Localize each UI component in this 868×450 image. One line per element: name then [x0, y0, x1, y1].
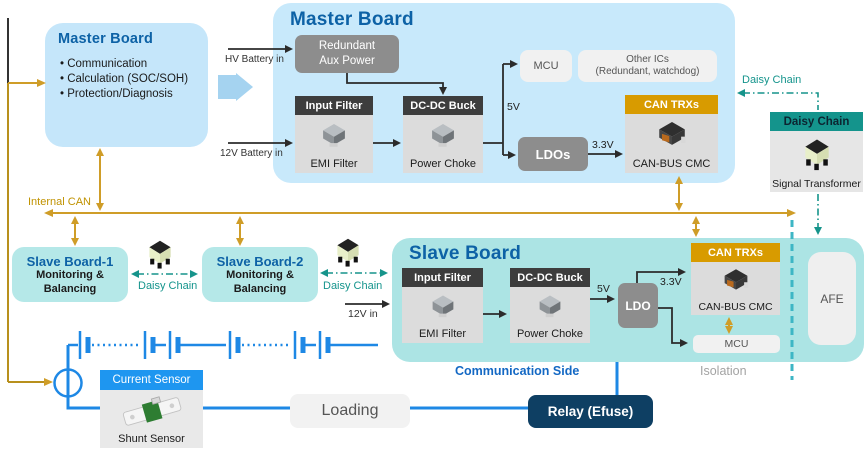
- bullet-protection: Protection/Diagnosis: [60, 88, 188, 100]
- loading-label: Loading: [321, 402, 379, 419]
- slave-board-1-sub2: Balancing: [43, 282, 97, 295]
- shunt-sensor-icon: [122, 396, 181, 426]
- slave-emi-label: EMI Filter: [418, 328, 467, 340]
- slave-choke-label: Power Choke: [516, 328, 584, 340]
- master-input-filter-box: Input Filter EMI Filter: [295, 96, 373, 173]
- relay-efuse-label: Relay (Efuse): [547, 404, 634, 419]
- loading-box: Loading: [290, 394, 410, 428]
- daisy-chain-top-label: Daisy Chain: [742, 74, 802, 86]
- master-mcu-label: MCU: [533, 60, 559, 72]
- transformer-icon: [337, 238, 359, 267]
- bullet-communication: Communication: [60, 58, 188, 70]
- isolation-label: Isolation: [700, 364, 747, 378]
- master-input-filter-header: Input Filter: [295, 96, 373, 115]
- choke-icon: [432, 124, 454, 147]
- ldo-box: LDO: [618, 283, 658, 328]
- slave-board-2-title: Slave Board-2: [216, 254, 304, 269]
- shunt-sensor-label: Shunt Sensor: [118, 433, 185, 445]
- current-sensor-box: Current Sensor Shunt Sensor: [100, 370, 203, 448]
- signal-transformer-label: Signal Transformer: [772, 177, 861, 190]
- redundant-line1: Redundant: [318, 40, 376, 53]
- hv-battery-in-label: HV Battery in: [225, 54, 284, 65]
- transformer-icon: [149, 240, 171, 269]
- current-sensor-header: Current Sensor: [100, 370, 203, 390]
- ldos-box: LDOs: [518, 137, 588, 171]
- other-ics-line2: (Redundant, watchdog): [595, 66, 700, 77]
- slave-board-1-title: Slave Board-1: [26, 254, 114, 269]
- bullet-calculation: Calculation (SOC/SOH): [60, 73, 188, 85]
- slave-board-2-sub2: Balancing: [233, 282, 287, 295]
- choke-icon: [323, 124, 345, 147]
- slave-dcdc-header: DC-DC Buck: [510, 268, 590, 287]
- daisy-chain-1-label: Daisy Chain: [138, 280, 198, 292]
- slave-5v-label: 5V: [597, 283, 610, 295]
- v12-battery-in-label: 12V Battery in: [220, 148, 283, 159]
- slave-cmc-label: CAN-BUS CMC: [698, 300, 773, 313]
- slave-input-filter-box: Input Filter EMI Filter: [402, 268, 483, 343]
- master-can-trxs-box: CAN TRXs CAN-BUS CMC: [625, 95, 718, 173]
- big-arrow-icon: [236, 73, 253, 101]
- internal-can-label: Internal CAN: [28, 196, 91, 208]
- relay-efuse-box: Relay (Efuse): [528, 395, 653, 428]
- slave-board-2-box: Slave Board-2 Monitoring & Balancing: [202, 247, 318, 302]
- slave-12v-in-label: 12V in: [348, 308, 378, 320]
- ldo-label: LDO: [625, 298, 651, 313]
- afe-label: AFE: [820, 291, 844, 306]
- daisy-chain-2-label: Daisy Chain: [323, 280, 383, 292]
- slave-mcu-label: MCU: [724, 338, 749, 350]
- slave-board-1-sub1: Monitoring &: [36, 269, 104, 281]
- cmc-icon: [724, 269, 748, 290]
- slave-can-trxs-box: CAN TRXs CAN-BUS CMC: [691, 243, 780, 315]
- signal-transformer-header: Daisy Chain: [770, 112, 863, 131]
- signal-transformer-box: Daisy Chain Signal Transformer: [770, 112, 863, 192]
- other-ics-box: Other ICs (Redundant, watchdog): [578, 50, 717, 82]
- choke-icon: [539, 295, 561, 318]
- ldos-label: LDOs: [535, 146, 571, 162]
- slave-mcu-box: MCU: [693, 335, 780, 353]
- master-mcu-box: MCU: [520, 50, 572, 82]
- master-can-trxs-header: CAN TRXs: [625, 95, 718, 114]
- master-emi-label: EMI Filter: [310, 158, 358, 170]
- slave-board-1-box: Slave Board-1 Monitoring & Balancing: [12, 247, 128, 302]
- big-arrow-shaft: [218, 75, 236, 99]
- master-dcdc-buck-box: DC-DC Buck Power Choke: [403, 96, 483, 173]
- choke-icon: [432, 295, 453, 318]
- slave-3v3-label: 3.3V: [660, 276, 682, 288]
- master-3v3-label: 3.3V: [592, 139, 614, 151]
- master-cmc-label: CAN-BUS CMC: [632, 158, 711, 170]
- other-ics-line1: Other ICs: [626, 53, 669, 65]
- afe-box: AFE: [808, 252, 856, 345]
- redundant-line2: Aux Power: [319, 55, 375, 67]
- redundant-aux-power-box: Redundant Aux Power: [295, 35, 399, 73]
- master-board-title: Master Board: [290, 9, 414, 30]
- slave-dcdc-buck-box: DC-DC Buck Power Choke: [510, 268, 590, 343]
- master-dcdc-header: DC-DC Buck: [403, 96, 483, 115]
- slave-can-trxs-header: CAN TRXs: [691, 243, 780, 262]
- cmc-icon: [658, 122, 686, 145]
- slave-board-2-sub1: Monitoring &: [226, 269, 294, 281]
- communication-side-label: Communication Side: [455, 364, 580, 378]
- internal-can-line: [44, 209, 796, 217]
- transformer-icon: [804, 139, 829, 171]
- left-master-board-box: [45, 23, 208, 147]
- master-choke-label: Power Choke: [409, 158, 477, 170]
- master-5v-label: 5V: [507, 101, 520, 113]
- left-master-bullets: Communication Calculation (SOC/SOH) Prot…: [60, 55, 188, 103]
- slave-input-filter-header: Input Filter: [402, 268, 483, 287]
- slave-board-title: Slave Board: [409, 243, 522, 264]
- battery-string: [68, 331, 378, 359]
- left-master-title: Master Board: [58, 31, 154, 47]
